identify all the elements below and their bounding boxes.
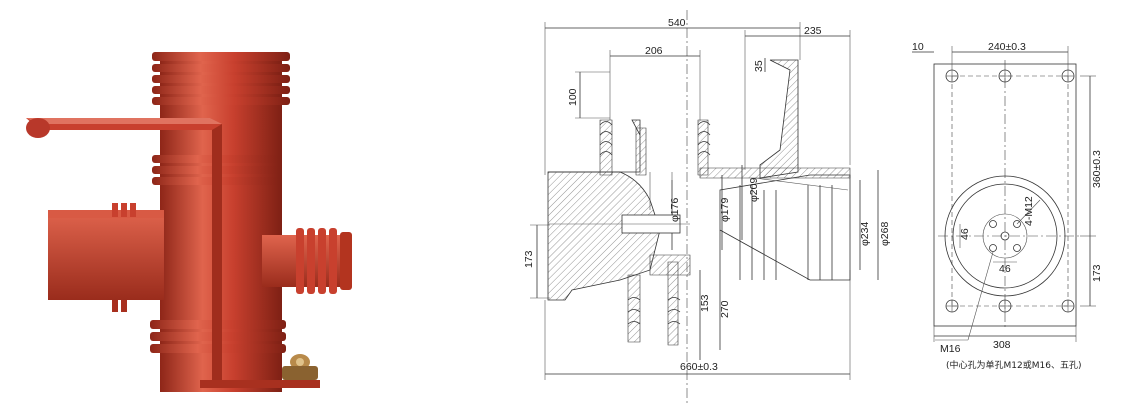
brass-terminal (282, 354, 318, 380)
dim-240: 240±0.3 (988, 41, 1026, 53)
center-hole-note: (中心孔为单孔M12或M16、五孔) (946, 359, 1081, 371)
dim-206: 206 (645, 45, 663, 57)
section-fins (599, 121, 833, 325)
dim-d234: φ234 (859, 222, 871, 246)
dim-540: 540 (668, 17, 686, 29)
dim-360: 360±0.3 (1091, 150, 1103, 188)
left-box (48, 210, 164, 300)
dim-173-end: 173 (1091, 264, 1103, 282)
dim-d209: φ209 (748, 178, 760, 202)
dim-235: 235 (804, 25, 822, 37)
product-photo (26, 52, 352, 392)
bracket-arm (26, 118, 320, 388)
dim-153: 153 (699, 294, 711, 312)
dim-173: 173 (523, 250, 535, 268)
outer-circle (944, 175, 1066, 297)
top-fins (152, 52, 290, 105)
dim-46-vertical: 46 (959, 228, 971, 240)
dim-d179: φ179 (719, 198, 731, 222)
section-view: 540 235 206 35 100 φ176 φ179 φ209 φ234 φ… (523, 10, 891, 405)
dim-4-m12: 4-M12 (1023, 196, 1035, 226)
dim-d176: φ176 (669, 198, 681, 222)
dim-100: 100 (567, 88, 579, 106)
dim-46-horizontal: 46 (999, 263, 1011, 275)
dim-270: 270 (719, 300, 731, 318)
dim-10: 10 (912, 41, 924, 53)
end-view: 10 240±0.3 360±0.3 173 308 46 46 4-M12 M… (912, 41, 1103, 371)
insulator-section (547, 59, 851, 346)
dim-308: 308 (993, 339, 1011, 351)
dim-d268: φ268 (879, 222, 891, 246)
dim-m16: M16 (940, 343, 961, 355)
dim-35: 35 (753, 60, 765, 72)
dim-660: 660±0.3 (680, 361, 718, 373)
side-bushing (262, 228, 352, 294)
